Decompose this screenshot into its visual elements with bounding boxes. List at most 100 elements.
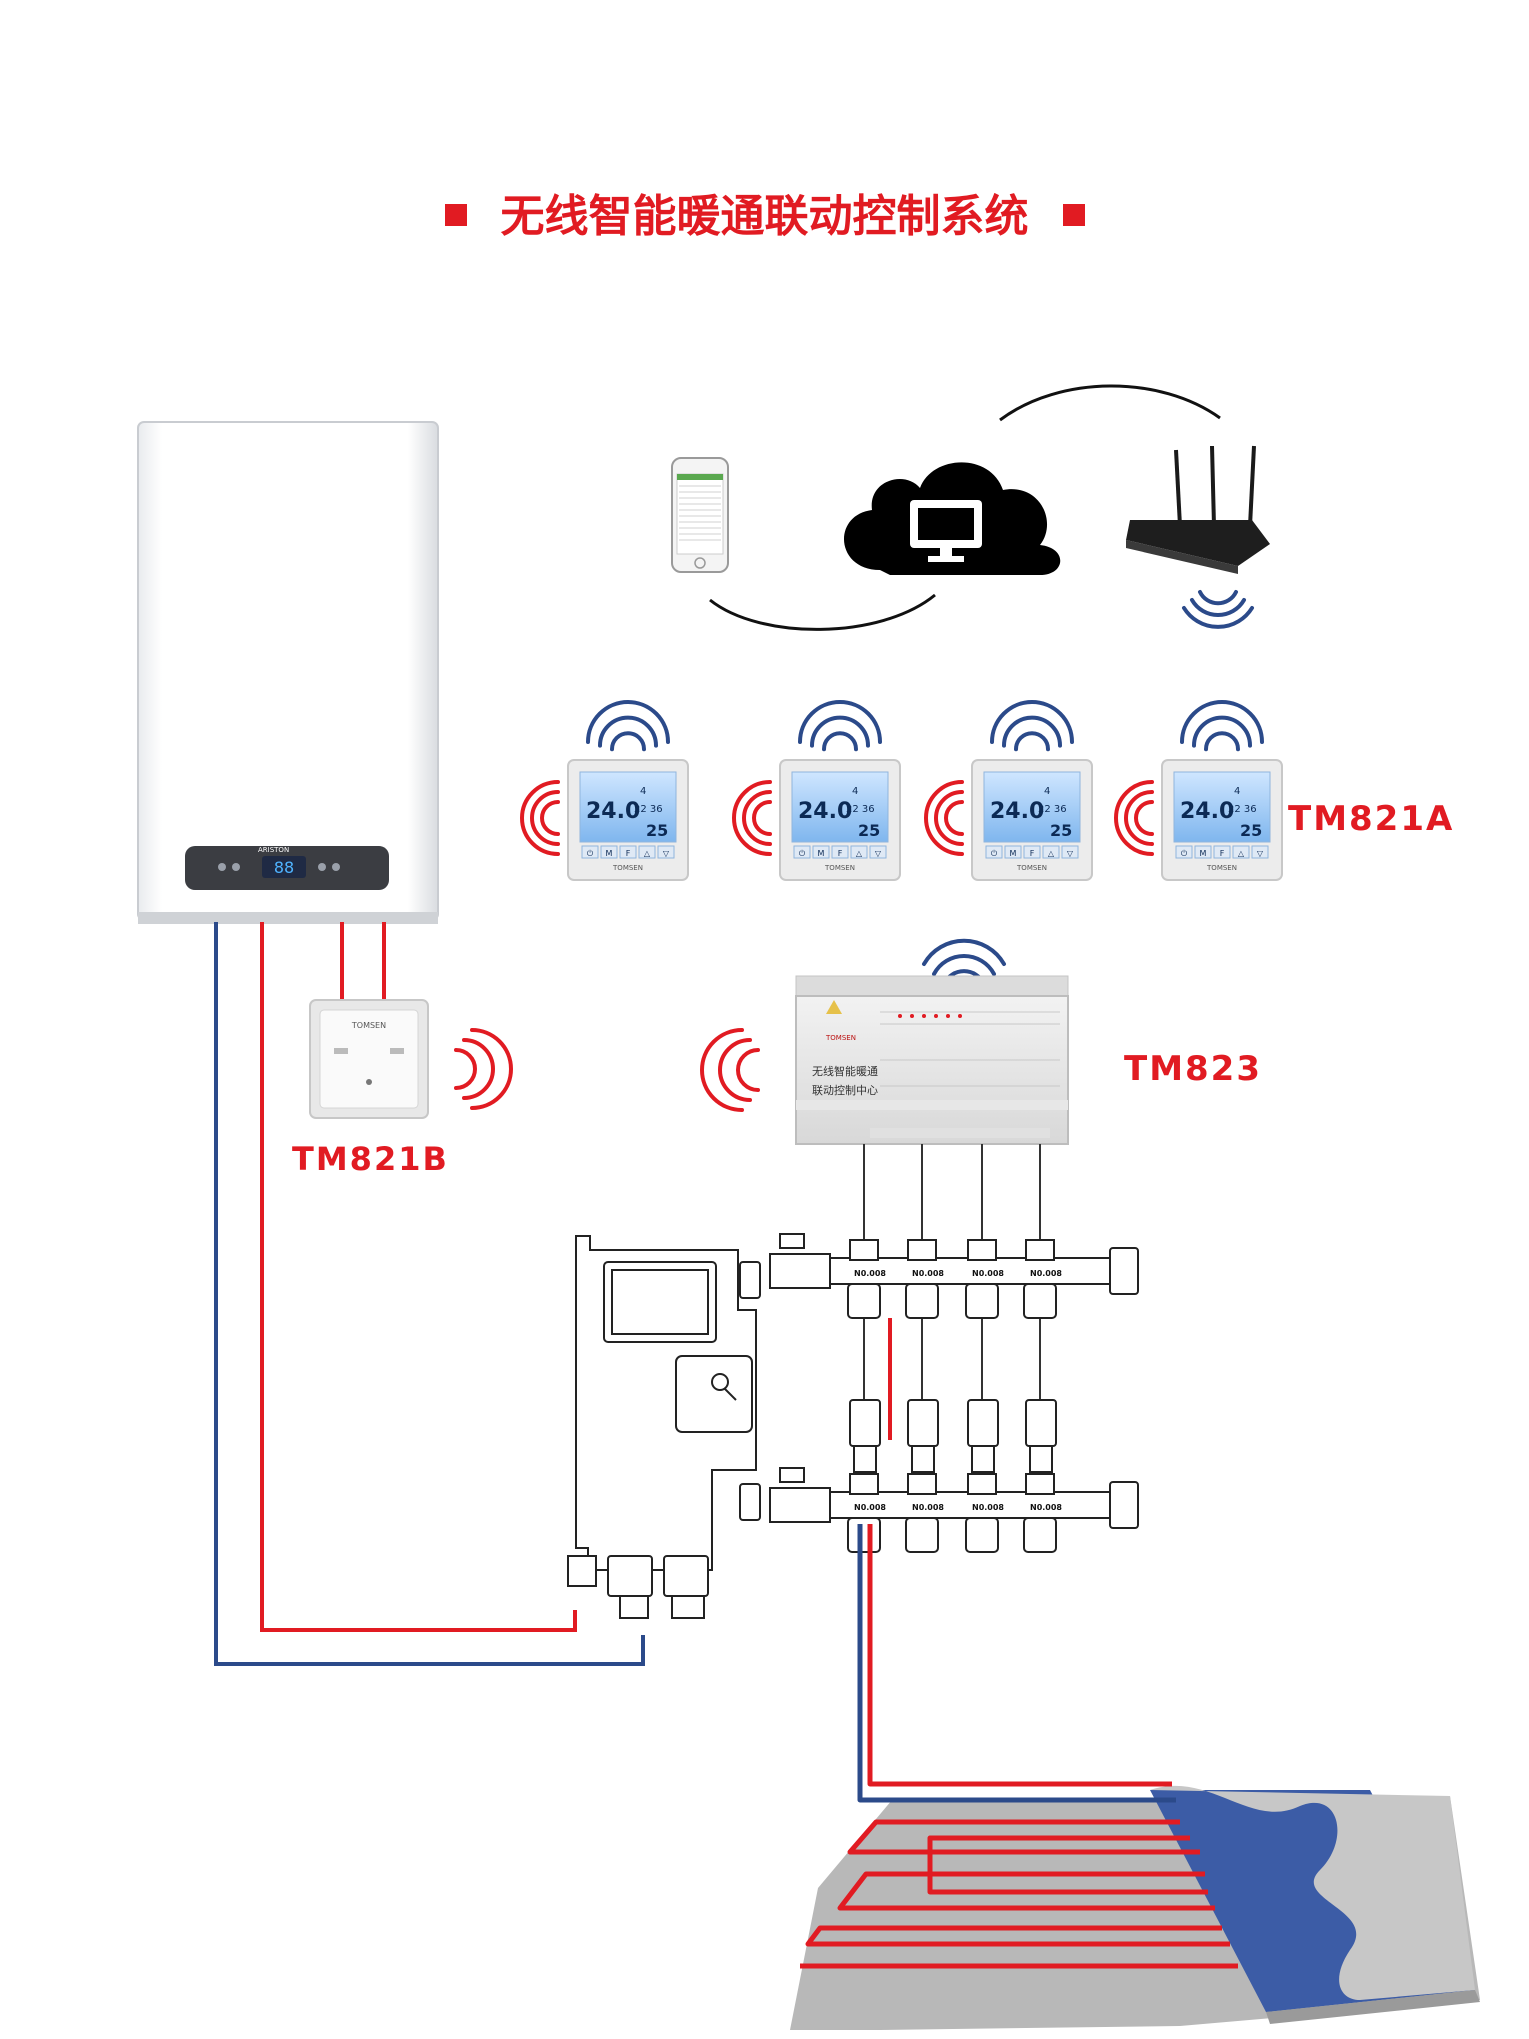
thermostat-set-temp: 25 — [858, 821, 880, 840]
thermostat-day: 4 — [1234, 786, 1240, 797]
thermostat-signal-icon — [924, 780, 964, 856]
controller-device: TOMSEN 无线智能暖通 联动控制中心 — [795, 975, 1069, 1145]
label-tm821b: TM821B — [292, 1140, 449, 1178]
thermostat-button-label: ▽ — [875, 849, 882, 858]
label-tm823: TM823 — [1124, 1049, 1262, 1089]
actuator — [967, 1399, 999, 1447]
thermostat-day: 4 — [852, 786, 858, 797]
manifold-tag: N0.008 — [972, 1269, 1004, 1278]
controller-name-line2: 联动控制中心 — [812, 1083, 878, 1097]
thermostat-temp: 24.0 — [1180, 799, 1234, 824]
thermostat-button-label: △ — [644, 849, 651, 858]
thermostat-button[interactable] — [1175, 845, 1193, 859]
manifold-tag: N0.008 — [854, 1269, 886, 1278]
thermostat-button[interactable] — [812, 845, 830, 859]
thermostat-time: 22 36 — [634, 804, 663, 815]
thermostat-button[interactable] — [1023, 845, 1041, 859]
thermostat-button[interactable] — [1213, 845, 1231, 859]
thermostat-temp: 24.0 — [990, 799, 1044, 824]
thermostat-signal-icon — [1114, 780, 1154, 856]
thermostat-button-label: M — [1010, 849, 1017, 858]
thermostat-button-label: ⏻ — [799, 849, 806, 858]
router-icon — [1126, 445, 1270, 574]
thermostat-brand: TOMSEN — [1206, 864, 1237, 872]
thermostat-button[interactable] — [869, 845, 887, 859]
manifold-tag: N0.008 — [1030, 1503, 1062, 1512]
controller-brand: TOMSEN — [825, 1034, 856, 1042]
thermostat-wifi-icon — [990, 700, 1074, 752]
thermostat-button[interactable] — [1232, 845, 1250, 859]
boiler: 88 ARISTON — [137, 421, 439, 924]
thermostat-set-temp: 25 — [1050, 821, 1072, 840]
boiler-brand: ARISTON — [258, 846, 289, 854]
thermostat-day: 4 — [1044, 786, 1050, 797]
thermostat-button-label: ⏻ — [587, 849, 594, 858]
thermostat-temp: 24.0 — [586, 799, 640, 824]
thermostat-button-label: M — [606, 849, 613, 858]
thermostat-button-label: ▽ — [663, 849, 670, 858]
thermostat-wifi-icon — [1180, 700, 1264, 752]
thermostat-signal-icon — [520, 780, 560, 856]
thermostat-day: 4 — [640, 786, 646, 797]
thermostat-button[interactable] — [793, 845, 811, 859]
thermostat-button-label: ⏻ — [991, 849, 998, 858]
controller-signal-icon — [700, 1028, 760, 1112]
thermostat-set-temp: 25 — [1240, 821, 1262, 840]
manifold-tag: N0.008 — [972, 1503, 1004, 1512]
thermostat-button[interactable] — [657, 845, 675, 859]
thermostat-brand: TOMSEN — [1016, 864, 1047, 872]
thermostat-button[interactable] — [1251, 845, 1269, 859]
thermostat-button-label: ⏻ — [1181, 849, 1188, 858]
thermostat-temp: 24.0 — [798, 799, 852, 824]
title-square-right — [1062, 204, 1085, 226]
thermostat-time: 22 36 — [1228, 804, 1257, 815]
thermostat-button-label: M — [1200, 849, 1207, 858]
title-text: 无线智能暖通联动控制系统 — [500, 191, 1029, 242]
thermostat-button[interactable] — [831, 845, 849, 859]
thermostat-time: 22 36 — [1038, 804, 1067, 815]
cloud-links — [709, 384, 1221, 631]
actuator — [1025, 1399, 1057, 1447]
thermostat-button[interactable] — [1004, 845, 1022, 859]
thermostat-brand: TOMSEN — [612, 864, 643, 872]
page-title: 无线智能暖通联动控制系统 — [0, 180, 1529, 244]
thermostat-button[interactable] — [581, 845, 599, 859]
thermostat-button[interactable] — [850, 845, 868, 859]
thermostat-signal-icon — [732, 780, 772, 856]
boiler-pipes — [214, 922, 645, 1666]
thermostat-button[interactable] — [619, 845, 637, 859]
thermostat-button[interactable] — [1194, 845, 1212, 859]
thermostat-button[interactable] — [638, 845, 656, 859]
thermostat-button-label: ▽ — [1257, 849, 1264, 858]
thermostat-button-label: △ — [1048, 849, 1055, 858]
thermostat-button[interactable] — [1042, 845, 1060, 859]
boiler-display: 88 — [274, 858, 294, 877]
controller-name-line1: 无线智能暖通 — [812, 1064, 878, 1078]
thermostat-button-label: △ — [1238, 849, 1245, 858]
thermostat-button[interactable] — [1061, 845, 1079, 859]
label-tm821a: TM821A — [1288, 799, 1454, 839]
actuator — [849, 1399, 881, 1447]
thermostat-button[interactable] — [985, 845, 1003, 859]
switch-brand: TOMSEN — [351, 1021, 386, 1030]
boiler-switch-device: TOMSEN — [309, 999, 429, 1119]
thermostat-button-label: F — [626, 849, 631, 858]
phone-icon — [671, 457, 729, 573]
manifold-tag: N0.008 — [912, 1503, 944, 1512]
thermostat-button[interactable] — [600, 845, 618, 859]
switch-signal-icon — [454, 1028, 513, 1110]
manifold-tag: N0.008 — [912, 1269, 944, 1278]
mixing-station — [567, 1235, 761, 1619]
cloud-icon — [843, 462, 1061, 575]
thermostat-button-label: F — [1220, 849, 1225, 858]
floor-heating — [790, 1524, 1480, 2030]
